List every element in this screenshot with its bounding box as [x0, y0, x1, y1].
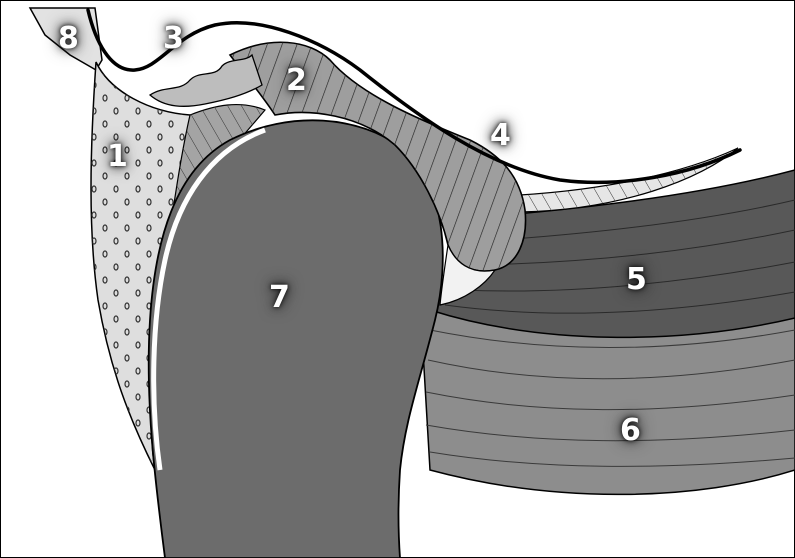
label-7: 7 — [269, 283, 290, 313]
label-8: 8 — [58, 24, 79, 54]
label-4: 4 — [490, 121, 511, 151]
label-2: 2 — [286, 66, 307, 96]
label-3: 3 — [163, 24, 184, 54]
label-1: 1 — [107, 142, 128, 172]
label-5: 5 — [626, 265, 647, 295]
label-6: 6 — [620, 416, 641, 446]
